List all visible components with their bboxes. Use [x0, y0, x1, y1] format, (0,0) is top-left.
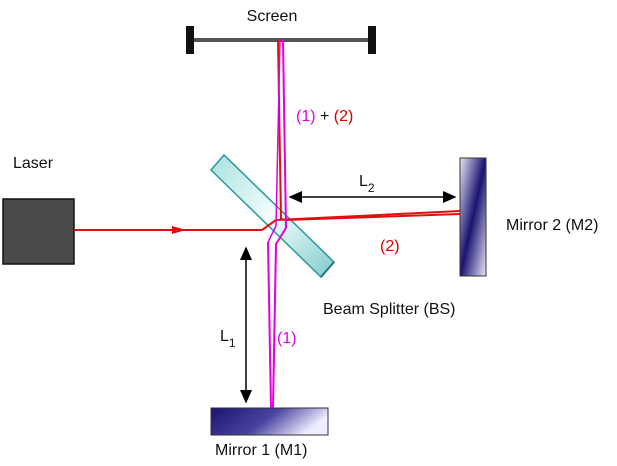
- laser-box: [2, 198, 75, 265]
- beam-arrow: [172, 226, 186, 234]
- l1-label: L1: [220, 328, 236, 350]
- combined-beam-label: (1) + (2): [296, 108, 353, 125]
- beam-2-to-screen: [277, 39, 282, 220]
- mirror-1: [210, 407, 329, 436]
- screen: [186, 26, 376, 54]
- beam-1-path: [267, 39, 288, 409]
- mirror-2: [459, 157, 487, 277]
- screen-right-cap: [368, 26, 376, 54]
- screen-label: Screen: [247, 8, 298, 25]
- screen-left-cap: [186, 26, 194, 54]
- l2-label: L2: [359, 173, 375, 195]
- laser-label: Laser: [13, 155, 54, 172]
- beam-splitter: [209, 153, 336, 279]
- mirror-2-label: Mirror 2 (M2): [506, 217, 598, 234]
- mirror-1-label: Mirror 1 (M1): [215, 442, 307, 459]
- beam-1-label: (1): [277, 330, 297, 347]
- beam-splitter-edge: [320, 261, 335, 278]
- beam-splitter-label: Beam Splitter (BS): [323, 301, 455, 318]
- beam-2-label: (2): [380, 238, 400, 255]
